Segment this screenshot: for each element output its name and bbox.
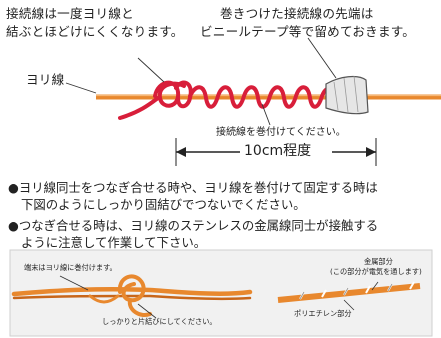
bullet2-line2: ように注意して作業して下さい。 (21, 235, 207, 250)
measure-line (175, 138, 377, 166)
label-yori: ヨリ線 (26, 72, 65, 87)
label-knot: しっかりと片結びにしてください。 (102, 317, 217, 326)
knot-diagram (11, 274, 253, 317)
label-poly: ポリエチレン部分 (294, 309, 352, 318)
bullet-mark: ● (8, 180, 19, 195)
label-wrap: 接続線を巻付けてください。 (216, 127, 346, 138)
measure-label: 10cm程度 (244, 143, 312, 159)
top-note-right-line2: ビニールテープ等で留めておきます。 (200, 24, 416, 39)
bullet2-line1: ●つなぎ合せる時は、ヨリ線のステンレスの金属線同士が接触する (8, 218, 379, 233)
label-metal-line1: 金属部分 (364, 257, 393, 266)
bullet-mark: ● (8, 218, 19, 233)
label-metal-line2: (この部分が電気を通します) (330, 267, 422, 276)
connection-wire (118, 80, 338, 120)
bullet1-line1: ●ヨリ線同士をつなぎ合せる時や、ヨリ線を巻付けて固定する時は (8, 180, 378, 195)
top-note-left-line2: 結ぶとほどけにくくなります。 (6, 24, 184, 39)
bullet1-line2: 下図のようにしっかり固結びでつないでください。 (21, 197, 306, 212)
top-note-right-line1: 巻きつけた接続線の先端は (220, 6, 374, 21)
wire-cross-section (277, 281, 421, 303)
top-note-left-line1: 接続線は一度ヨリ線と (6, 6, 134, 21)
vinyl-tape (325, 75, 369, 115)
label-end: 端末はヨリ線に巻付けます。 (24, 263, 117, 272)
